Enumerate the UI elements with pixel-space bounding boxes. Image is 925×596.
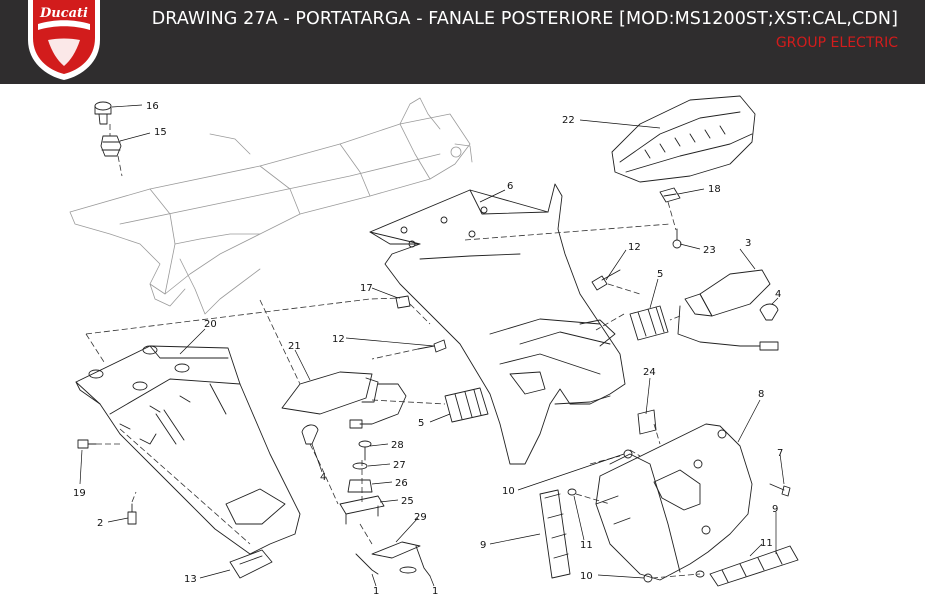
part-13-plate-light[interactable] — [229, 549, 273, 579]
callout-1[interactable]: 1 — [373, 586, 379, 596]
part-7-screw[interactable] — [769, 483, 791, 497]
part-16-cap[interactable] — [94, 101, 112, 125]
part-8-plate-bracket[interactable] — [595, 423, 753, 581]
part-4-bulb-left[interactable] — [301, 424, 319, 445]
svg-text:Ducati: Ducati — [39, 6, 88, 21]
callout-6[interactable]: 6 — [507, 181, 513, 192]
part-26-grommet[interactable] — [347, 479, 373, 493]
callout-2[interactable]: 2 — [97, 518, 103, 529]
part-9-reflector-left[interactable] — [539, 489, 571, 579]
part-18-clip[interactable] — [659, 187, 681, 203]
part-9-reflector-right[interactable] — [709, 545, 799, 587]
callout-20[interactable]: 20 — [204, 319, 217, 330]
callout-16[interactable]: 16 — [146, 101, 159, 112]
part-5-grommet-left[interactable] — [444, 387, 489, 423]
callout-4[interactable]: 4 — [320, 472, 326, 483]
leader-lines — [79, 104, 785, 587]
assembly-lines — [85, 124, 701, 579]
callout-11[interactable]: 11 — [580, 540, 593, 551]
callout-5[interactable]: 5 — [418, 418, 424, 429]
callout-15[interactable]: 15 — [154, 127, 167, 138]
group-link[interactable]: GROUP ELECTRIC — [775, 35, 898, 51]
callout-29[interactable]: 29 — [414, 512, 427, 523]
part-11-spacer-right[interactable] — [695, 570, 705, 578]
page-title: DRAWING 27A - PORTATARGA - FANALE POSTER… — [151, 9, 898, 29]
part-24-clip[interactable] — [637, 409, 657, 435]
callout-23[interactable]: 23 — [703, 245, 716, 256]
callout-12[interactable]: 12 — [332, 334, 345, 345]
part-17-clip[interactable] — [395, 295, 411, 309]
callout-10[interactable]: 10 — [580, 571, 593, 582]
callout-labels: 16 15 22 6 18 12 23 3 5 4 17 20 12 21 24… — [73, 101, 783, 596]
part-20-lower-cover[interactable] — [75, 345, 301, 555]
rear-subframe — [69, 97, 473, 315]
part-28-screw[interactable] — [358, 440, 372, 461]
part-25-bracket[interactable] — [339, 495, 385, 525]
part-23-screw[interactable] — [672, 228, 682, 249]
callout-22[interactable]: 22 — [562, 115, 575, 126]
part-22-tail-lamp[interactable] — [611, 95, 756, 183]
part-1-clip[interactable] — [399, 566, 417, 574]
callout-10[interactable]: 10 — [502, 486, 515, 497]
callout-1[interactable]: 1 — [432, 586, 438, 596]
part-29-bracket[interactable] — [355, 541, 431, 577]
callout-3[interactable]: 3 — [745, 238, 751, 249]
callout-27[interactable]: 27 — [393, 460, 406, 471]
callout-13[interactable]: 13 — [184, 574, 197, 585]
part-27-washer[interactable] — [352, 462, 368, 470]
part-19-screw[interactable] — [77, 439, 97, 449]
diagram-svg: 16 15 22 6 18 12 23 3 5 4 17 20 12 21 24… — [69, 95, 799, 596]
part-12-screw-upper[interactable] — [591, 269, 621, 291]
callout-18[interactable]: 18 — [708, 184, 721, 195]
part-11-spacer-left[interactable] — [567, 488, 577, 496]
callout-19[interactable]: 19 — [73, 488, 86, 499]
callout-21[interactable]: 21 — [288, 341, 301, 352]
callout-9[interactable]: 9 — [772, 504, 778, 515]
callout-8[interactable]: 8 — [758, 389, 764, 400]
exploded-parts-diagram: 16 15 22 6 18 12 23 3 5 4 17 20 12 21 24… — [0, 84, 925, 596]
part-3-turn-indicator-right[interactable] — [677, 269, 779, 351]
callout-12[interactable]: 12 — [628, 242, 641, 253]
callout-5[interactable]: 5 — [657, 269, 663, 280]
part-4-bulb-right[interactable] — [759, 303, 779, 321]
callout-7[interactable]: 7 — [777, 448, 783, 459]
callout-25[interactable]: 25 — [401, 496, 414, 507]
part-5-grommet-right[interactable] — [629, 305, 669, 341]
part-12-screw-lower[interactable] — [417, 339, 447, 353]
ducati-logo[interactable]: Ducati — [24, 0, 104, 84]
part-2-screw[interactable] — [127, 503, 137, 525]
callout-17[interactable]: 17 — [360, 283, 373, 294]
part-15-grommet[interactable] — [100, 135, 122, 157]
callout-9[interactable]: 9 — [480, 540, 486, 551]
callout-26[interactable]: 26 — [395, 478, 408, 489]
part-21-turn-indicator-left[interactable] — [281, 371, 407, 429]
callout-4[interactable]: 4 — [775, 289, 781, 300]
callout-11[interactable]: 11 — [760, 538, 773, 549]
callout-28[interactable]: 28 — [391, 440, 404, 451]
part-6-plate-holder[interactable] — [369, 183, 626, 465]
part-10-nut-lower[interactable] — [643, 573, 653, 583]
header-bar: Ducati DRAWING 27A - PORTATARGA - FANALE… — [0, 0, 925, 84]
callout-24[interactable]: 24 — [643, 367, 656, 378]
